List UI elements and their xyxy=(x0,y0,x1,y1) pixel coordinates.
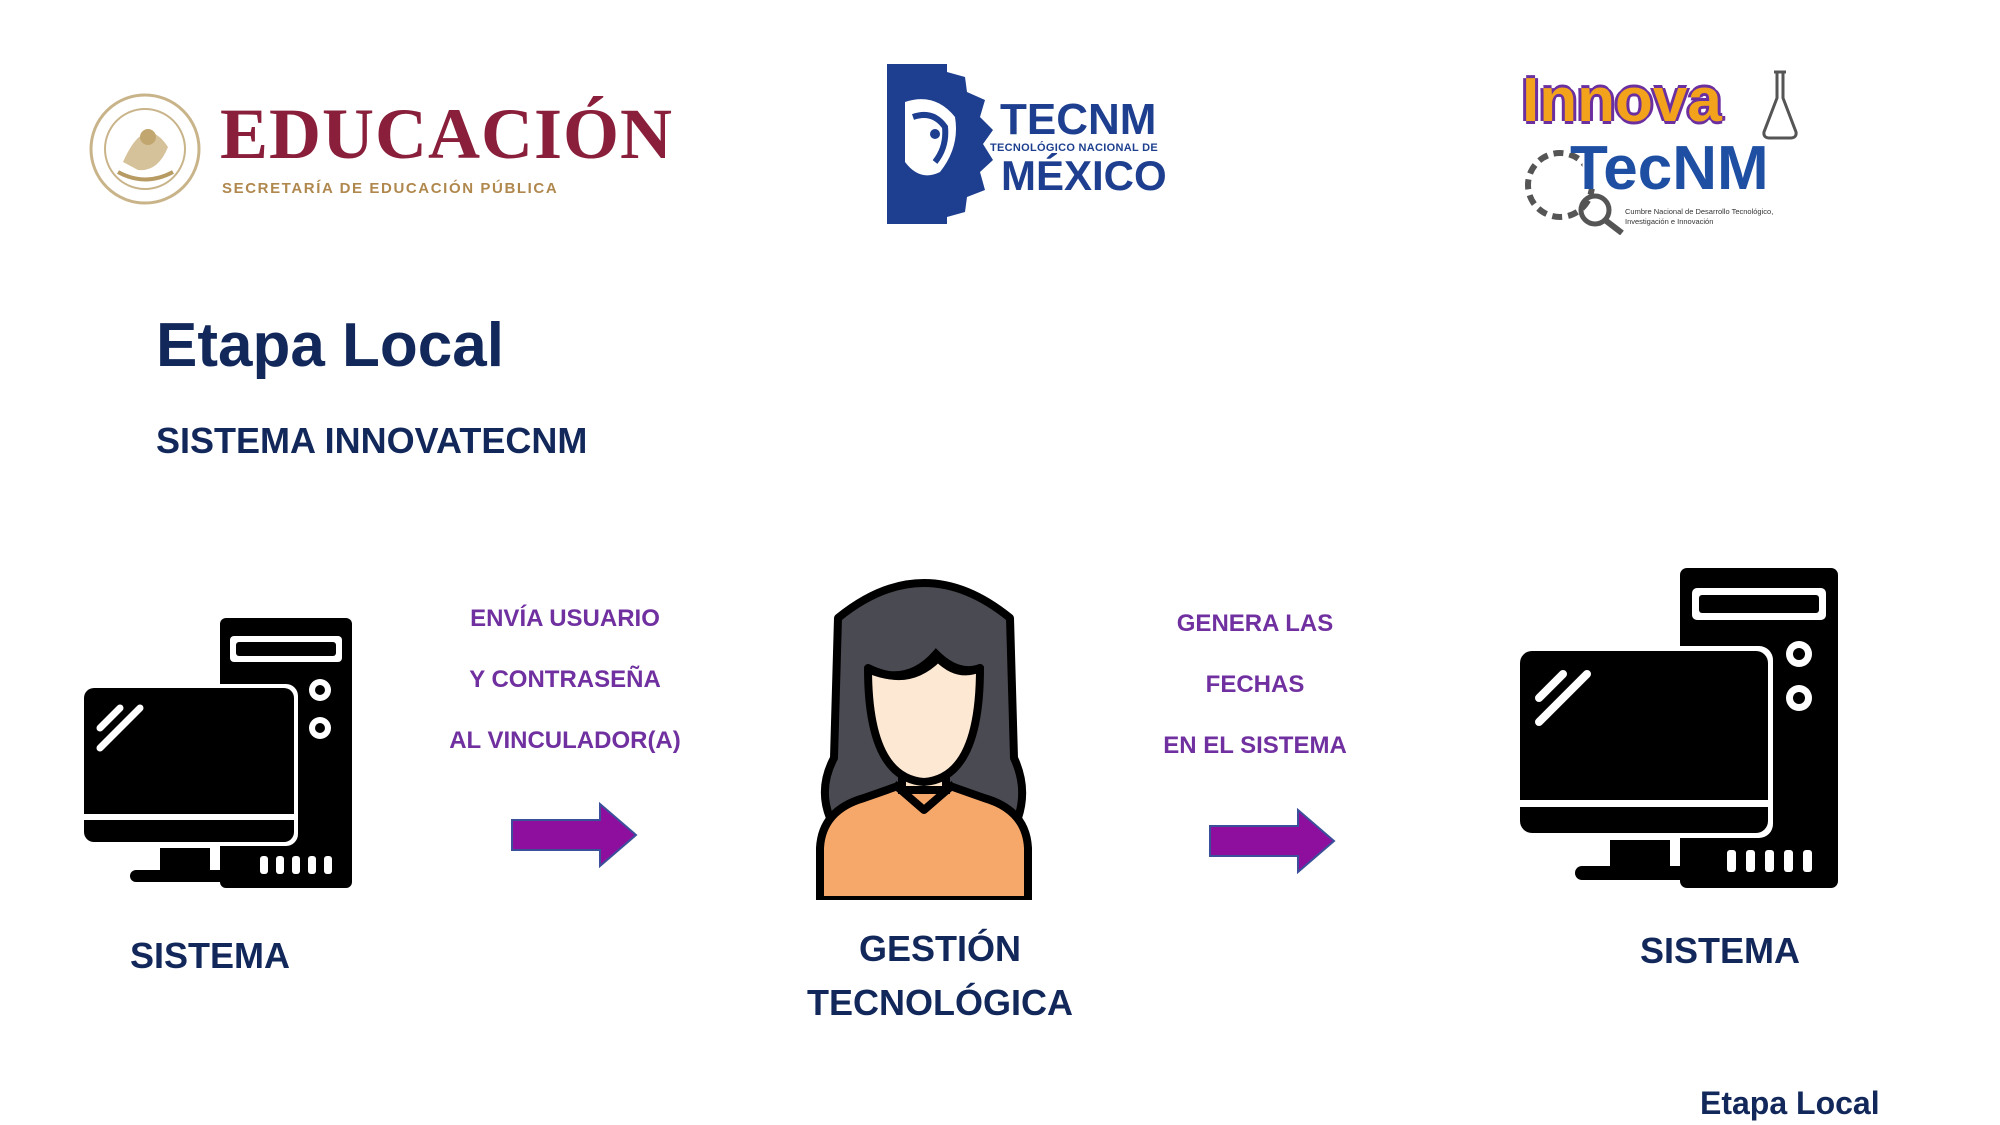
left-system-label: SISTEMA xyxy=(129,935,290,976)
page-subtitle: SISTEMA INNOVATECNM xyxy=(156,420,588,461)
desktop-computer-icon xyxy=(80,618,352,888)
sep-logo-subtitle: SECRETARÍA DE EDUCACIÓN PÚBLICA xyxy=(222,180,559,197)
innova-logo-word2: TecNM xyxy=(1570,134,1769,203)
tecnm-logo-word: TECNM xyxy=(1000,95,1157,144)
gear-magnifier-icon xyxy=(1525,150,1624,235)
step1-text: ENVÍA USUARIO Y CONTRASEÑA AL VINCULADOR… xyxy=(449,605,681,754)
right-arrow-icon xyxy=(511,802,638,868)
flask-icon xyxy=(1762,70,1798,140)
tecnm-logo-subtitle: TECNOLÓGICO NACIONAL DE xyxy=(990,142,1159,154)
tecnm-gear-icon xyxy=(887,64,993,224)
tecnm-logo-country: MÉXICO xyxy=(1001,152,1167,199)
right-arrow-icon xyxy=(1209,808,1336,874)
innova-logo-word: Innova xyxy=(1522,66,1722,135)
innova-logo-subtitle: Cumbre Nacional de Desarrollo Tecnológic… xyxy=(1625,207,1774,226)
sep-logo-word: EDUCACIÓN xyxy=(220,94,674,174)
step2-text: GENERA LAS FECHAS EN EL SISTEMA xyxy=(1163,610,1347,759)
mexico-seal-icon xyxy=(89,93,201,205)
tecnm-logo: TECNM TECNOLÓGICO NACIONAL DE MÉXICO xyxy=(885,62,1170,227)
sep-logo: EDUCACIÓN SECRETARÍA DE EDUCACIÓN PÚBLIC… xyxy=(88,88,672,218)
center-role-label: GESTIÓN TECNOLÓGICA xyxy=(807,928,1073,1023)
page-title: Etapa Local xyxy=(156,311,504,380)
right-system-label: SISTEMA xyxy=(1639,930,1800,971)
woman-avatar-icon xyxy=(816,579,1032,900)
footer-label: Etapa Local xyxy=(1700,1085,1880,1121)
desktop-computer-icon xyxy=(1515,568,1838,888)
innovatecnm-logo: Innova TecNM Cumbre Nacional de Desarrol… xyxy=(1500,55,1800,235)
